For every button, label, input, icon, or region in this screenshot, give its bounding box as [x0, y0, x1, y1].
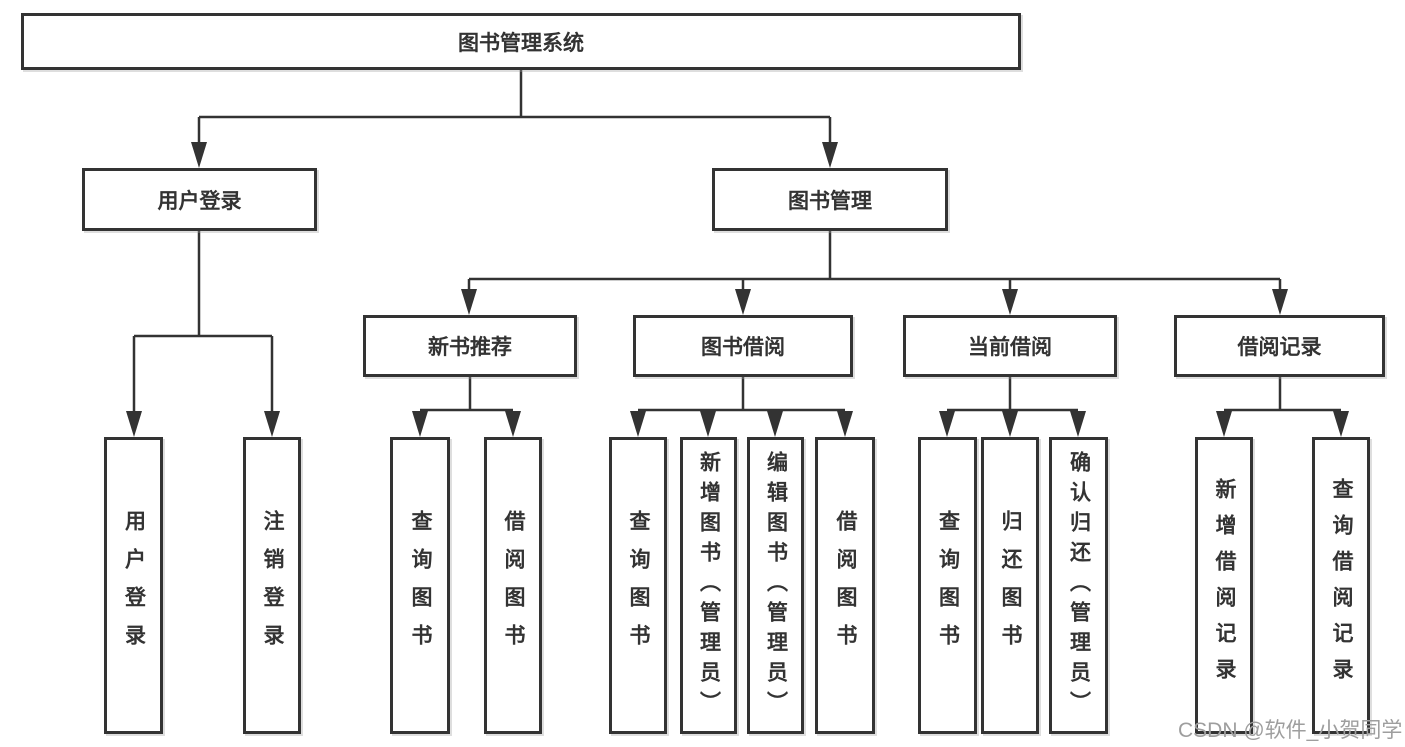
node-new-book-recommend: 新书推荐: [363, 315, 577, 377]
node-user-login-label: 用户登录: [157, 189, 242, 213]
leaf-borrowing-add-books-admin: 新增图书（管理员）: [680, 437, 737, 734]
node-library-system: 图书管理系统: [21, 13, 1021, 70]
leaf-records-query-borrow-record-label: 查询借阅记录: [1330, 477, 1353, 694]
node-new-book-recommend-label: 新书推荐: [428, 336, 512, 359]
node-current-borrowing-label: 当前借阅: [968, 336, 1052, 359]
arrowhead-icons: [126, 142, 1349, 437]
leaf-current-return-books: 归还图书: [981, 437, 1039, 734]
leaf-user-login: 用户登录: [104, 437, 163, 734]
node-book-borrowing-label: 图书借阅: [701, 336, 785, 359]
leaf-borrowing-edit-books-admin-label: 编辑图书（管理员）: [764, 450, 788, 721]
leaf-recommend-query-books-label: 查询图书: [409, 509, 432, 662]
leaf-current-confirm-return-admin-label: 确认归还（管理员）: [1067, 450, 1091, 721]
leaf-current-query-books-label: 查询图书: [936, 509, 960, 662]
leaf-current-query-books: 查询图书: [918, 437, 977, 734]
leaf-current-return-books-label: 归还图书: [999, 509, 1022, 662]
node-current-borrowing: 当前借阅: [903, 315, 1117, 377]
leaf-recommend-borrow-books: 借阅图书: [484, 437, 542, 734]
node-borrow-records: 借阅记录: [1174, 315, 1385, 377]
node-borrow-records-label: 借阅记录: [1237, 336, 1322, 359]
leaf-recommend-borrow-books-label: 借阅图书: [502, 509, 525, 662]
csdn-watermark: CSDN @软件_小贺同学: [1178, 719, 1403, 742]
leaf-records-query-borrow-record: 查询借阅记录: [1312, 437, 1370, 734]
leaf-recommend-query-books: 查询图书: [390, 437, 450, 734]
leaf-records-add-borrow-record-label: 新增借阅记录: [1213, 477, 1236, 694]
leaf-user-login-label: 用户登录: [122, 509, 146, 662]
leaf-current-confirm-return-admin: 确认归还（管理员）: [1049, 437, 1108, 734]
leaf-borrowing-add-books-admin-label: 新增图书（管理员）: [697, 450, 721, 721]
leaf-borrowing-borrow-books-label: 借阅图书: [834, 509, 857, 662]
leaf-borrowing-edit-books-admin: 编辑图书（管理员）: [747, 437, 804, 734]
leaf-borrowing-query-books: 查询图书: [609, 437, 667, 734]
leaf-logout-login-label: 注销登录: [261, 509, 284, 662]
node-book-borrowing: 图书借阅: [633, 315, 853, 377]
leaf-records-add-borrow-record: 新增借阅记录: [1195, 437, 1253, 734]
node-book-management-label: 图书管理: [788, 189, 872, 213]
node-library-system-label: 图书管理系统: [458, 31, 584, 55]
leaf-borrowing-borrow-books: 借阅图书: [815, 437, 875, 734]
node-book-management: 图书管理: [712, 168, 948, 231]
node-user-login: 用户登录: [82, 168, 317, 231]
leaf-borrowing-query-books-label: 查询图书: [627, 509, 650, 662]
leaf-logout-login: 注销登录: [243, 437, 301, 734]
